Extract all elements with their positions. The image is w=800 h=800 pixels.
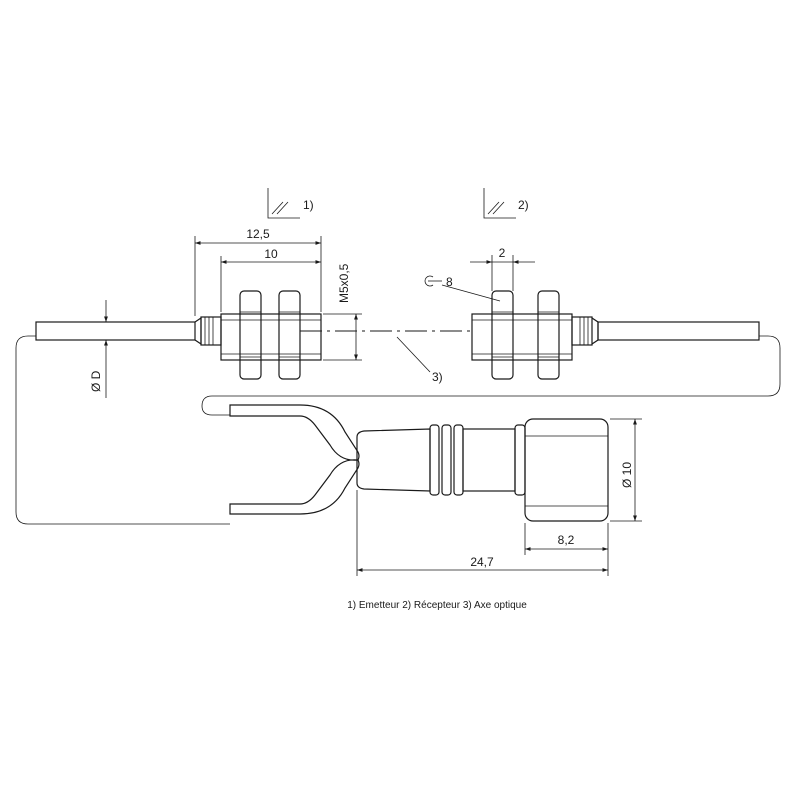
emitter-fiber-loop <box>15 335 230 525</box>
wrench-icon <box>424 275 434 287</box>
wrench-size-label: 8 <box>446 275 453 289</box>
wrench-callout <box>424 275 501 302</box>
fiber-fork-lower <box>229 459 360 515</box>
dim-label-12-5: 12,5 <box>246 227 270 241</box>
emitter-nut-2 <box>278 290 301 380</box>
emitter-threaded-body <box>220 313 322 361</box>
receiver-fiber <box>597 321 760 341</box>
leader-optical-axis <box>396 336 431 373</box>
dim-label-2: 2 <box>499 246 506 260</box>
receiver-fiber-loop <box>201 335 781 416</box>
dim-label-phi-d: Ø D <box>89 370 103 392</box>
receiver-threaded-body <box>471 313 573 361</box>
emitter-fiber <box>35 321 196 341</box>
ref-label-3: 3) <box>432 370 443 384</box>
fiber-connector <box>229 404 609 522</box>
connector-head <box>524 418 609 522</box>
dim-label-10: 10 <box>264 247 278 261</box>
fiber-fork-upper <box>229 404 360 461</box>
receiver-nut-2 <box>537 290 560 380</box>
ref-label-2: 2) <box>518 198 529 212</box>
dim-label-phi-10: Ø 10 <box>620 462 634 488</box>
surface-symbol-emitter <box>267 188 300 219</box>
dim-label-thread: M5x0,5 <box>337 263 351 303</box>
legend-caption: 1) Emetteur 2) Récepteur 3) Axe optique <box>347 600 527 611</box>
surface-symbol-receiver <box>483 188 516 219</box>
emitter-nut-1 <box>239 290 262 380</box>
receiver-sensor <box>471 290 760 380</box>
ref-label-1: 1) <box>303 198 314 212</box>
connector-sleeve <box>356 428 431 492</box>
dim-label-8-2: 8,2 <box>558 533 575 547</box>
emitter-sensor <box>35 290 322 380</box>
receiver-nut-1 <box>491 290 514 380</box>
dim-label-24-7: 24,7 <box>470 555 494 569</box>
